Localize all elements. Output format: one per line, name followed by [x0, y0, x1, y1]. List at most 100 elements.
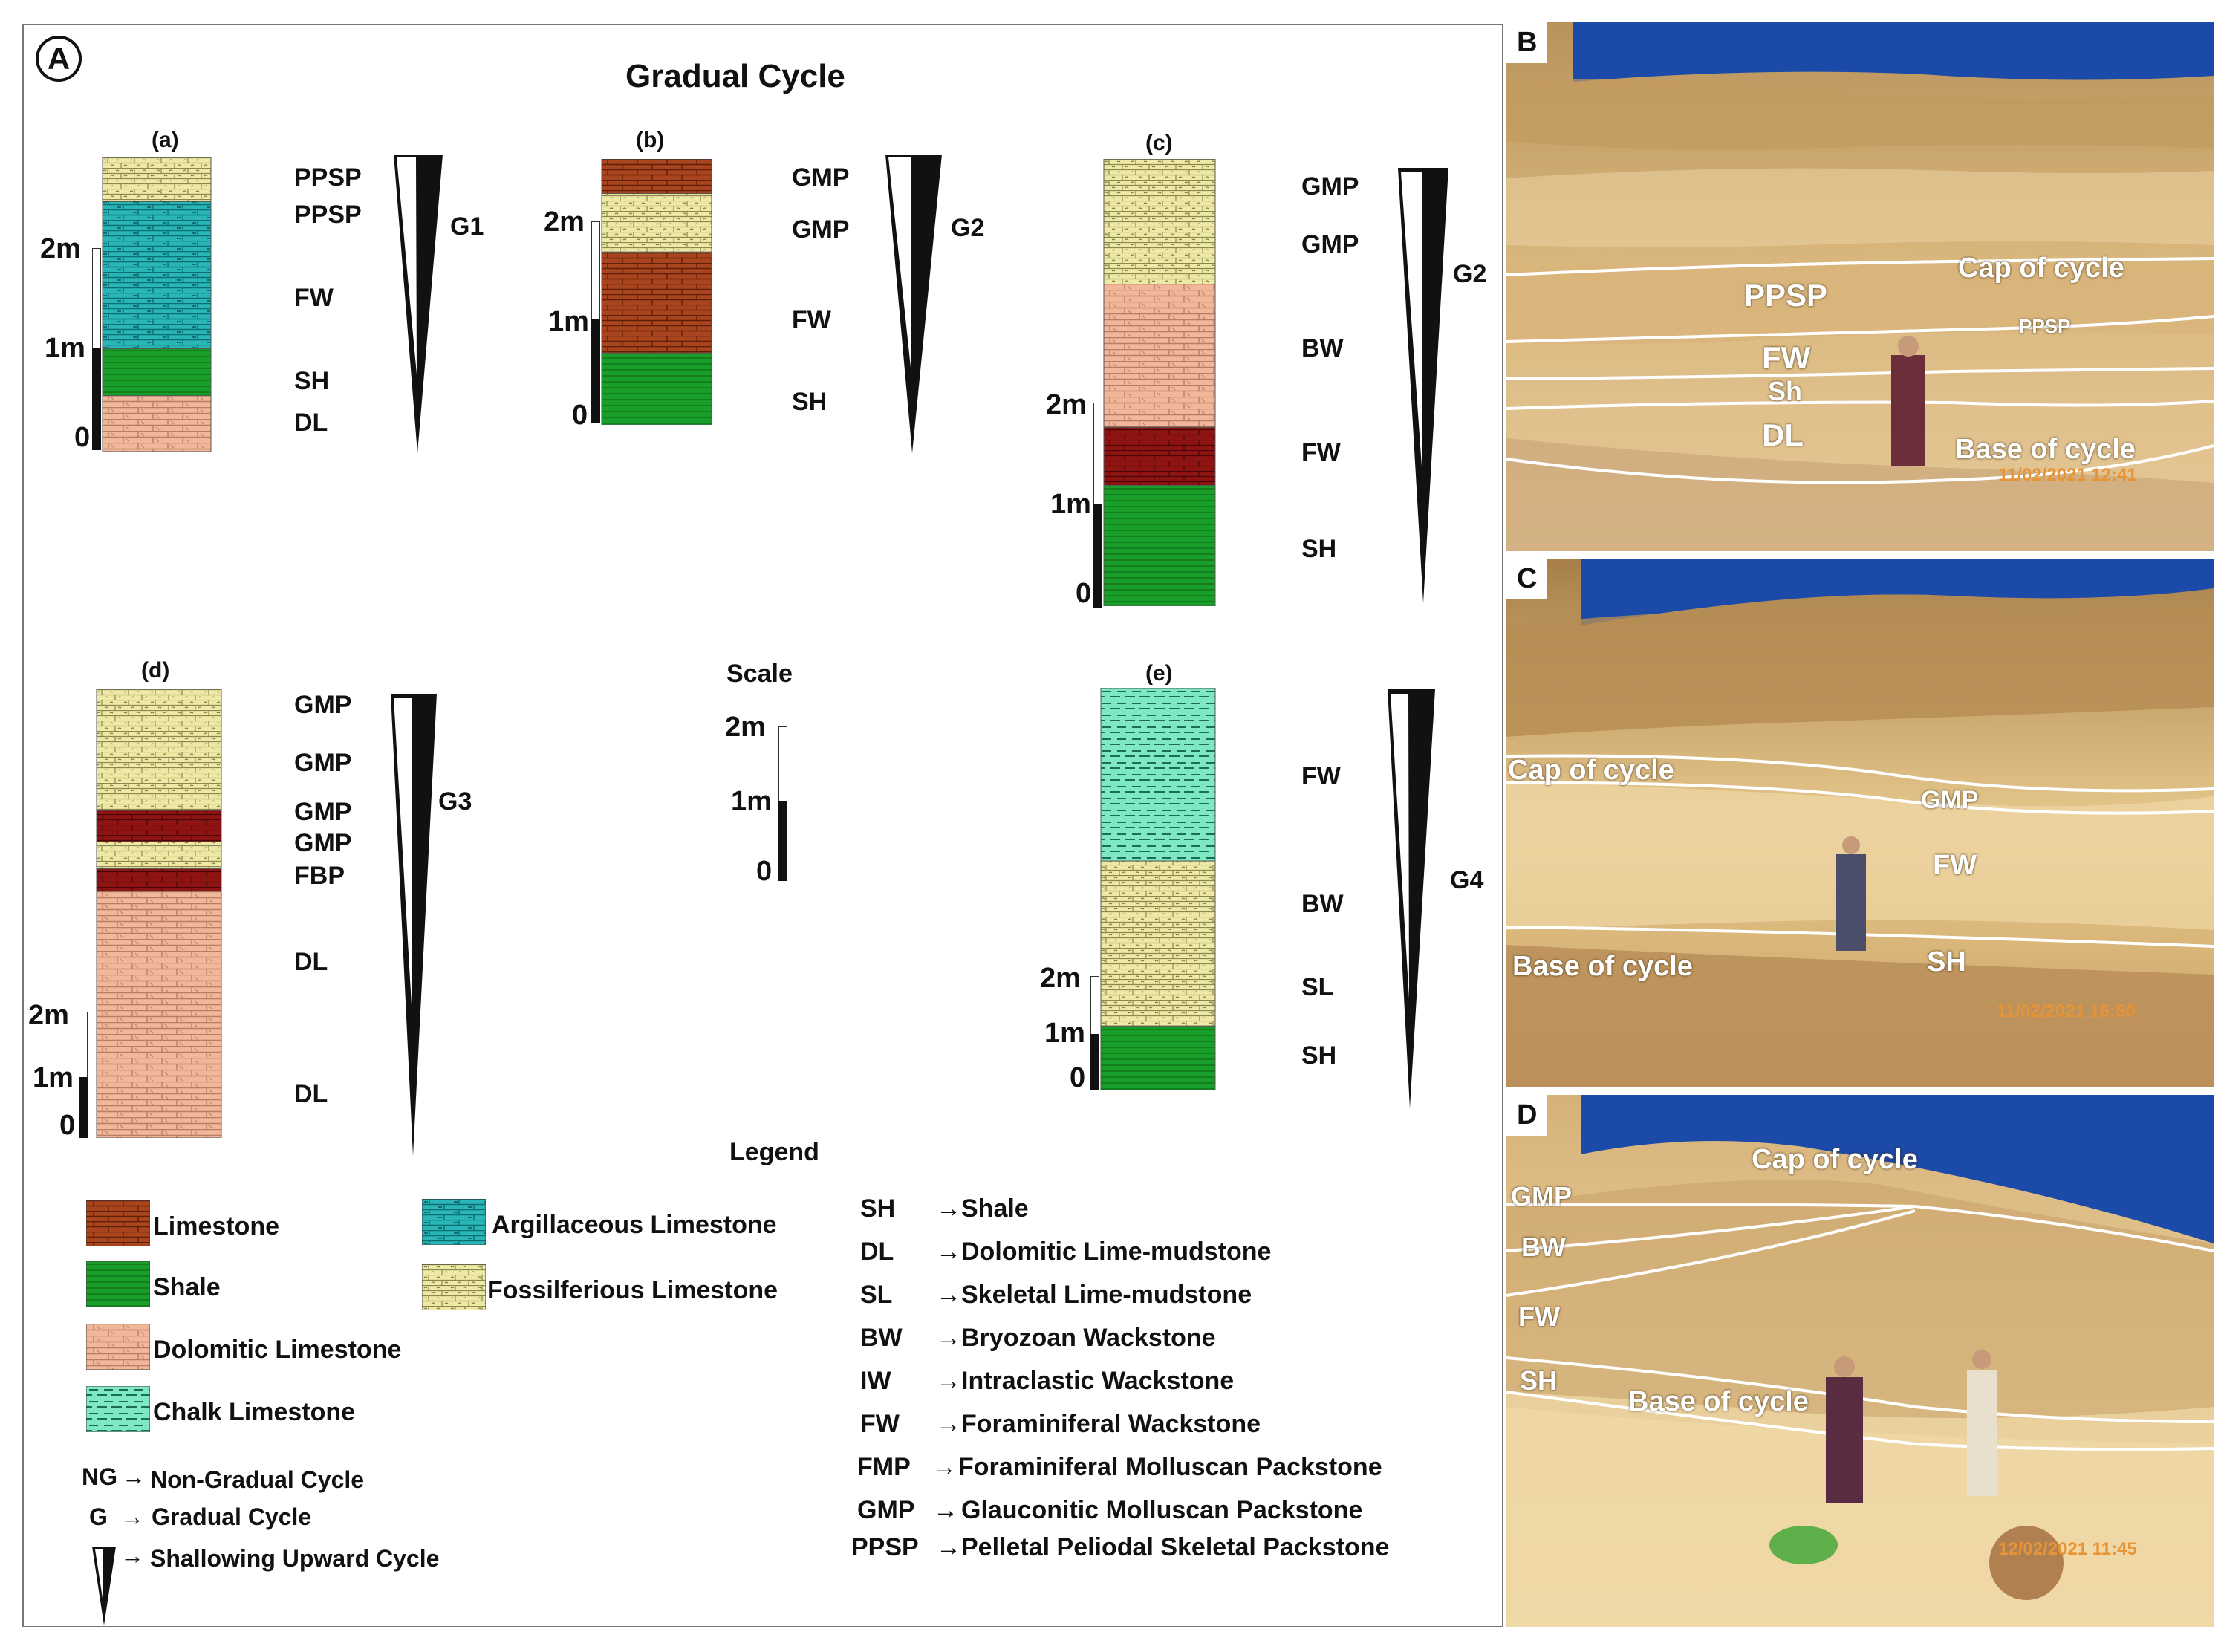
column-d-code-5: FBP: [294, 862, 345, 890]
abbr-desc-fmp: Foraminiferal Molluscan Packstone: [958, 1453, 1382, 1481]
abbr-arrow: →: [936, 1324, 961, 1352]
column-d-scale-bar-upper: [79, 1012, 88, 1079]
bed-lime_red: [96, 868, 222, 892]
photo-d-base-of-cycle: Base of cycle: [1628, 1386, 1809, 1417]
abbr-code-fw: FW: [860, 1410, 900, 1438]
column-e-tick-1m: 1m: [1044, 1018, 1085, 1049]
column-c-scale-bar-upper: [1093, 403, 1102, 505]
column-e-code-2: BW: [1301, 890, 1344, 918]
bed-fossil: [1103, 159, 1216, 285]
column-a-scale-bar-lower: [92, 348, 101, 450]
legend-swatch-limestone: [86, 1200, 150, 1246]
legend-swatch-dolomitic-limestone: [86, 1324, 150, 1370]
scale-bar-lower: [778, 801, 787, 881]
column-e-scale-bar-lower: [1090, 1034, 1099, 1090]
column-e-lithology: [1100, 688, 1216, 1090]
abbr-desc-ppsp: Pelletal Peliodal Skeletal Packstone: [961, 1533, 1390, 1561]
column-d-cycle-label: G3: [438, 787, 472, 816]
abbr-arrow: →: [936, 1238, 961, 1266]
bed-lime_red: [96, 810, 222, 842]
cycle-key-arrow: →: [120, 1503, 144, 1530]
abbr-code-sh: SH: [860, 1194, 896, 1223]
cycle-key-code-ng: NG: [82, 1463, 117, 1490]
photo-d-outcrop: D Cap of cycle GMP BW FW SH Base of cycl…: [1506, 1095, 2214, 1627]
column-b-label: (b): [636, 128, 665, 152]
photo-c-gmp: GMP: [1921, 786, 1979, 814]
bed-argil: [102, 201, 212, 349]
scale-tick-0: 0: [756, 856, 773, 887]
legend-label-limestone: Limestone: [153, 1212, 280, 1240]
column-e-cycle-label: G4: [1450, 866, 1484, 894]
legend-swatch-fossiliferous-limestone: [422, 1264, 486, 1310]
abbr-desc-fw: Foraminiferal Wackstone: [961, 1410, 1261, 1438]
abbr-desc-sh: Shale: [961, 1194, 1029, 1223]
column-b-code-2: GMP: [792, 215, 850, 244]
photo-c-base-of-cycle: Base of cycle: [1512, 951, 1693, 982]
legend-label-dolomitic-limestone: Dolomitic Limestone: [153, 1336, 402, 1364]
abbr-code-gmp: GMP: [857, 1496, 915, 1524]
photo-d-sh: SH: [1520, 1365, 1558, 1396]
column-c-code-2: GMP: [1301, 230, 1359, 258]
column-d-tick-1m: 1m: [33, 1062, 74, 1093]
column-b-scale-bar-upper: [591, 221, 600, 321]
column-a-code-2: PPSP: [294, 201, 362, 229]
abbr-desc-sl: Skeletal Lime-mudstone: [961, 1281, 1252, 1309]
column-a-lithology: [102, 157, 212, 452]
column-e-scale-bar-upper: [1090, 976, 1099, 1035]
column-c-lithology: [1103, 159, 1216, 606]
abbr-arrow: →: [933, 1496, 958, 1524]
abbr-arrow: →: [936, 1194, 961, 1223]
legend-title: Legend: [729, 1138, 819, 1166]
photo-c-fw: FW: [1933, 850, 1977, 881]
photo-d-fw: FW: [1518, 1301, 1560, 1332]
column-b-code-1: GMP: [792, 163, 850, 192]
column-d-tick-0: 0: [59, 1110, 76, 1141]
column-a-code-3: FW: [294, 284, 334, 312]
column-b-code-3: FW: [792, 306, 831, 334]
bed-dolo: [102, 395, 212, 452]
column-c-code-5: SH: [1301, 535, 1337, 563]
column-c-shallowing-wedge: [1398, 168, 1448, 603]
photo-b-sh: Sh: [1768, 376, 1803, 406]
cycle-key-desc-ng: Non-Gradual Cycle: [150, 1466, 365, 1493]
cycle-key-desc-g: Gradual Cycle: [152, 1503, 312, 1530]
column-d-code-6: DL: [294, 948, 328, 976]
photo-c-cap-of-cycle: Cap of cycle: [1508, 755, 1674, 786]
column-c-scale-bar-lower: [1093, 504, 1102, 608]
photo-c-outcrop: C Cap of cycle GMP FW Base of cycle SH 1…: [1506, 559, 2214, 1087]
legend-label-fossiliferous-limestone: Fossilferious Limestone: [487, 1276, 778, 1304]
bed-fossil: [96, 841, 222, 870]
column-d-code-7: DL: [294, 1080, 328, 1108]
legend-swatch-argillaceous-limestone: [422, 1199, 486, 1245]
abbr-desc-bw: Bryozoan Wackstone: [961, 1324, 1216, 1352]
abbr-code-bw: BW: [860, 1324, 903, 1352]
column-b-code-4: SH: [792, 388, 827, 416]
photo-d-cap-of-cycle: Cap of cycle: [1752, 1144, 1918, 1175]
column-e-shallowing-wedge: [1388, 689, 1435, 1108]
photo-c-timestamp: 11/02/2021 16:50: [1997, 1001, 2136, 1021]
photo-d-gmp: GMP: [1511, 1181, 1573, 1212]
column-d-code-1: GMP: [294, 691, 352, 719]
column-d-label: (d): [141, 658, 170, 683]
column-c-cycle-label: G2: [1453, 260, 1487, 288]
photo-d-timestamp: 12/02/2021 11:45: [1998, 1539, 2137, 1559]
panel-a-stratigraphic-columns: A Gradual Cycle (a) 2m 1m 0 PPSP PPSP FW…: [22, 24, 1503, 1627]
photo-b-ppsp-large: PPSP: [1744, 278, 1828, 313]
legend-swatch-shale: [86, 1261, 150, 1307]
column-b-tick-2m: 2m: [544, 206, 585, 238]
column-c-label: (c): [1145, 131, 1173, 155]
bed-fossil: [601, 193, 712, 253]
column-a-scale-bar-upper: [92, 248, 101, 349]
column-d-shallowing-wedge: [391, 694, 437, 1156]
legend-label-shale: Shale: [153, 1273, 221, 1301]
column-a-code-1: PPSP: [294, 163, 362, 192]
panel-label-a: A: [36, 36, 82, 82]
scale-bar-upper: [778, 726, 787, 802]
column-e-tick-0: 0: [1070, 1062, 1086, 1093]
bed-fossil: [1100, 860, 1216, 1027]
photo-b-dl: DL: [1762, 417, 1804, 452]
bed-fossil: [96, 689, 222, 811]
bed-dolo: [1103, 284, 1216, 428]
column-c-tick-1m: 1m: [1050, 489, 1091, 520]
column-a-cycle-label: G1: [450, 212, 484, 241]
